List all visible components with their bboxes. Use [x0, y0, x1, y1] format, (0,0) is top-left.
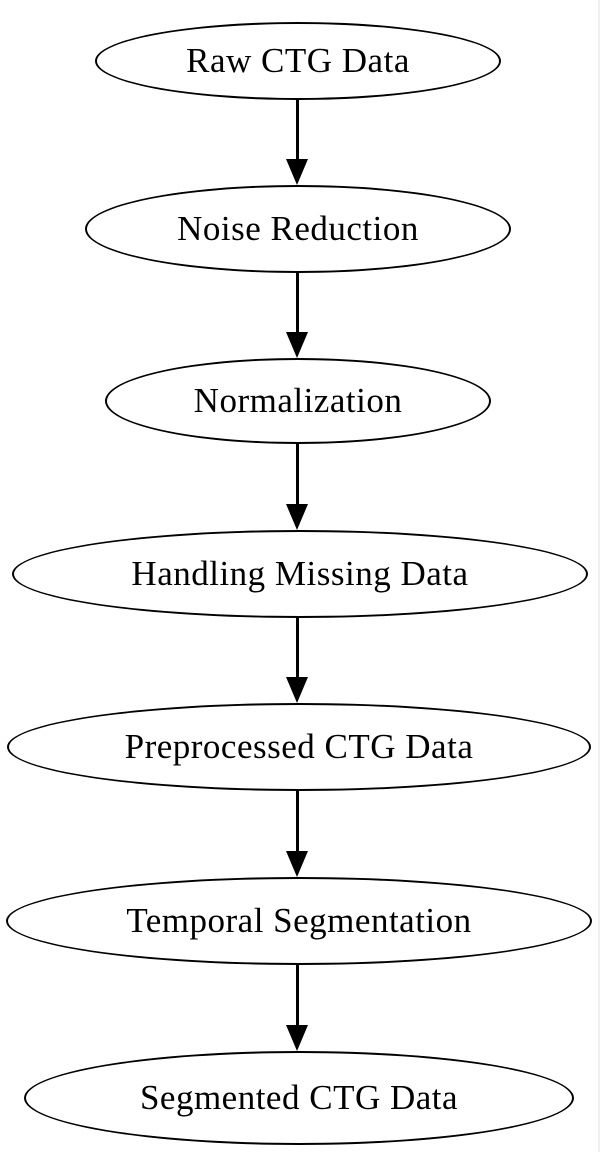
node-temporal-segmentation: Temporal Segmentation	[6, 877, 592, 965]
arrow-missing-to-preprocessed	[286, 617, 308, 703]
arrow-shaft	[295, 99, 299, 159]
arrowhead-icon	[286, 332, 308, 358]
node-handling-missing-data: Handling Missing Data	[12, 530, 588, 618]
arrow-shaft	[295, 790, 299, 851]
scan-artifact-line	[598, 0, 600, 1152]
arrow-shaft	[295, 443, 299, 504]
node-noise-reduction: Noise Reduction	[85, 185, 511, 273]
arrow-temporal-to-segmented	[286, 964, 308, 1051]
arrow-preprocessed-to-temporal	[286, 790, 308, 877]
node-normalization: Normalization	[105, 358, 491, 444]
arrow-normalization-to-missing	[286, 443, 308, 530]
arrow-shaft	[295, 617, 299, 677]
arrowhead-icon	[286, 677, 308, 703]
arrowhead-icon	[286, 1025, 308, 1051]
arrow-shaft	[295, 272, 299, 332]
arrow-raw-to-noise	[286, 99, 308, 185]
arrow-noise-to-normalization	[286, 272, 308, 358]
node-segmented-ctg-data: Segmented CTG Data	[24, 1051, 574, 1145]
arrowhead-icon	[286, 504, 308, 530]
arrowhead-icon	[286, 159, 308, 185]
arrowhead-icon	[286, 851, 308, 877]
node-preprocessed-ctg-data: Preprocessed CTG Data	[7, 703, 591, 791]
node-raw-ctg-data: Raw CTG Data	[95, 22, 501, 100]
arrow-shaft	[295, 964, 299, 1025]
